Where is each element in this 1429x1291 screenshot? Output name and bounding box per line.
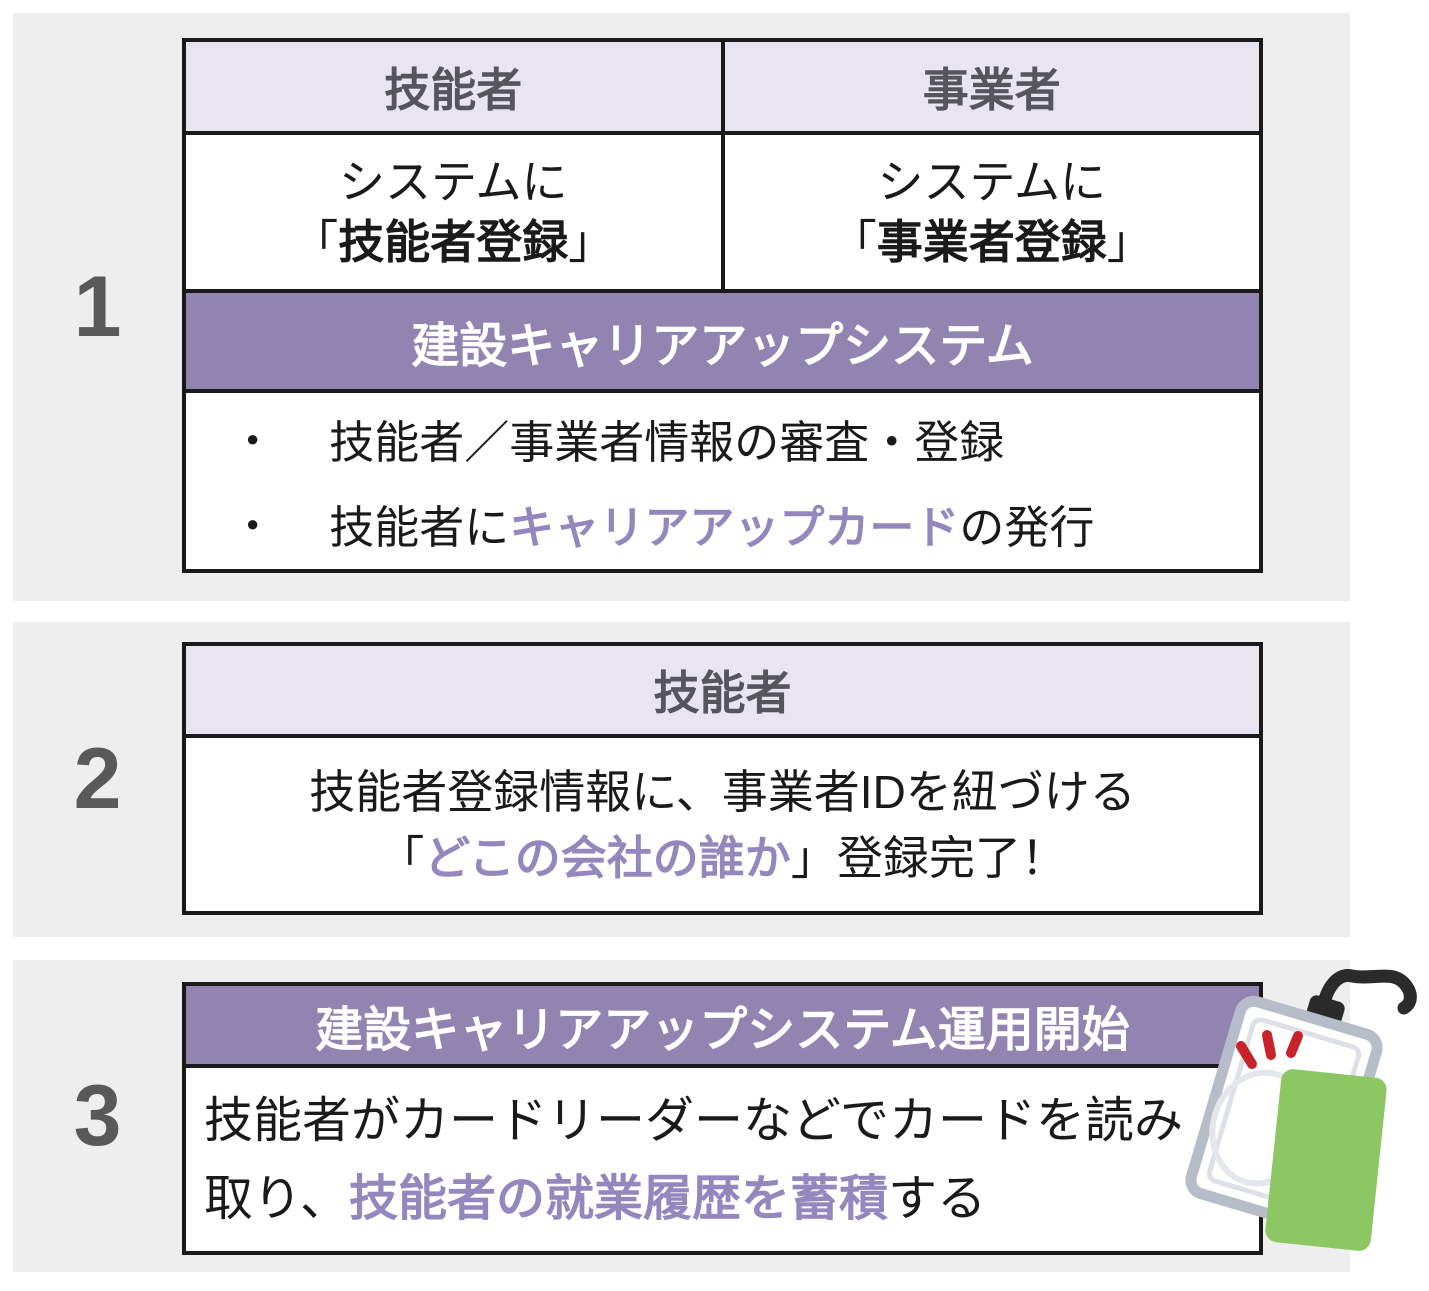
step2-header-worker: 技能者 (186, 646, 1259, 738)
employer-registration-line1: システムに (877, 156, 1107, 208)
bullet-item: ● 技能者／事業者情報の審査・登録 (246, 406, 1259, 471)
signal-icon (1236, 1030, 1303, 1069)
step3-table: 建設キャリアアップシステム運用開始 技能者がカードリーダーなどでカードを読み取り… (182, 982, 1263, 1255)
employer-registration-cell: システムに 「事業者登録」 (725, 135, 1260, 289)
step3-text: 技能者がカードリーダーなどでカードを読み取り、技能者の就業履歴を蓄積する (204, 1093, 1184, 1226)
step3-body: 技能者がカードリーダーなどでカードを読み取り、技能者の就業履歴を蓄積する (186, 1068, 1259, 1251)
step1-table: 技能者 事業者 システムに 「技能者登録」 システムに 「事業者登録」 建設キャ… (182, 38, 1263, 573)
employer-registration-line2: 「事業者登録」 (830, 216, 1153, 268)
step2-table: 技能者 技能者登録情報に、事業者IDを紐づける 「どこの会社の誰か」登録完了！ (182, 642, 1263, 915)
step1-registration-row: システムに 「技能者登録」 システムに 「事業者登録」 (186, 135, 1259, 293)
operation-start-band: 建設キャリアアップシステム運用開始 (186, 986, 1259, 1068)
step1-number: 1 (73, 258, 122, 355)
step2-panel: 2 技能者 技能者登録情報に、事業者IDを紐づける 「どこの会社の誰か」登録完了… (13, 622, 1350, 937)
bullet-text: 技能者にキャリアアップカードの発行 (329, 502, 1095, 553)
system-band: 建設キャリアアップシステム (186, 293, 1259, 393)
step2-line2: 「どこの会社の誰か」登録完了！ (378, 831, 1067, 884)
bullet-icon: ● (246, 510, 260, 536)
worker-registration-line1: システムに (338, 156, 568, 208)
bullet-item: ● 技能者にキャリアアップカードの発行 (246, 491, 1259, 556)
step2-number: 2 (73, 731, 122, 827)
worker-registration-line2: 「技能者登録」 (292, 216, 615, 268)
bullet-icon: ● (246, 425, 260, 451)
column-header-employer: 事業者 (922, 63, 1061, 116)
step3-number: 3 (73, 1067, 122, 1164)
step3-panel: 3 建設キャリアアップシステム運用開始 技能者がカードリーダーなどでカードを読み… (13, 960, 1350, 1272)
step1-header-row: 技能者 事業者 (186, 42, 1259, 135)
card-reader-with-ic-card-icon (1185, 969, 1417, 1251)
step1-panel: 1 技能者 事業者 システムに 「技能者登録」 システムに 「事業者登録」 建設… (13, 13, 1350, 601)
ic-card-icon (1265, 1069, 1387, 1251)
bullet-text: 技能者／事業者情報の審査・登録 (329, 417, 1005, 468)
column-header-worker: 技能者 (186, 42, 725, 131)
step2-line1: 技能者登録情報に、事業者IDを紐づける (309, 765, 1136, 818)
worker-registration-cell: システムに 「技能者登録」 (186, 135, 725, 289)
step1-bullet-list: ● 技能者／事業者情報の審査・登録 ● 技能者にキャリアアップカードの発行 (186, 393, 1259, 569)
step2-body: 技能者登録情報に、事業者IDを紐づける 「どこの会社の誰か」登録完了！ (186, 738, 1259, 911)
